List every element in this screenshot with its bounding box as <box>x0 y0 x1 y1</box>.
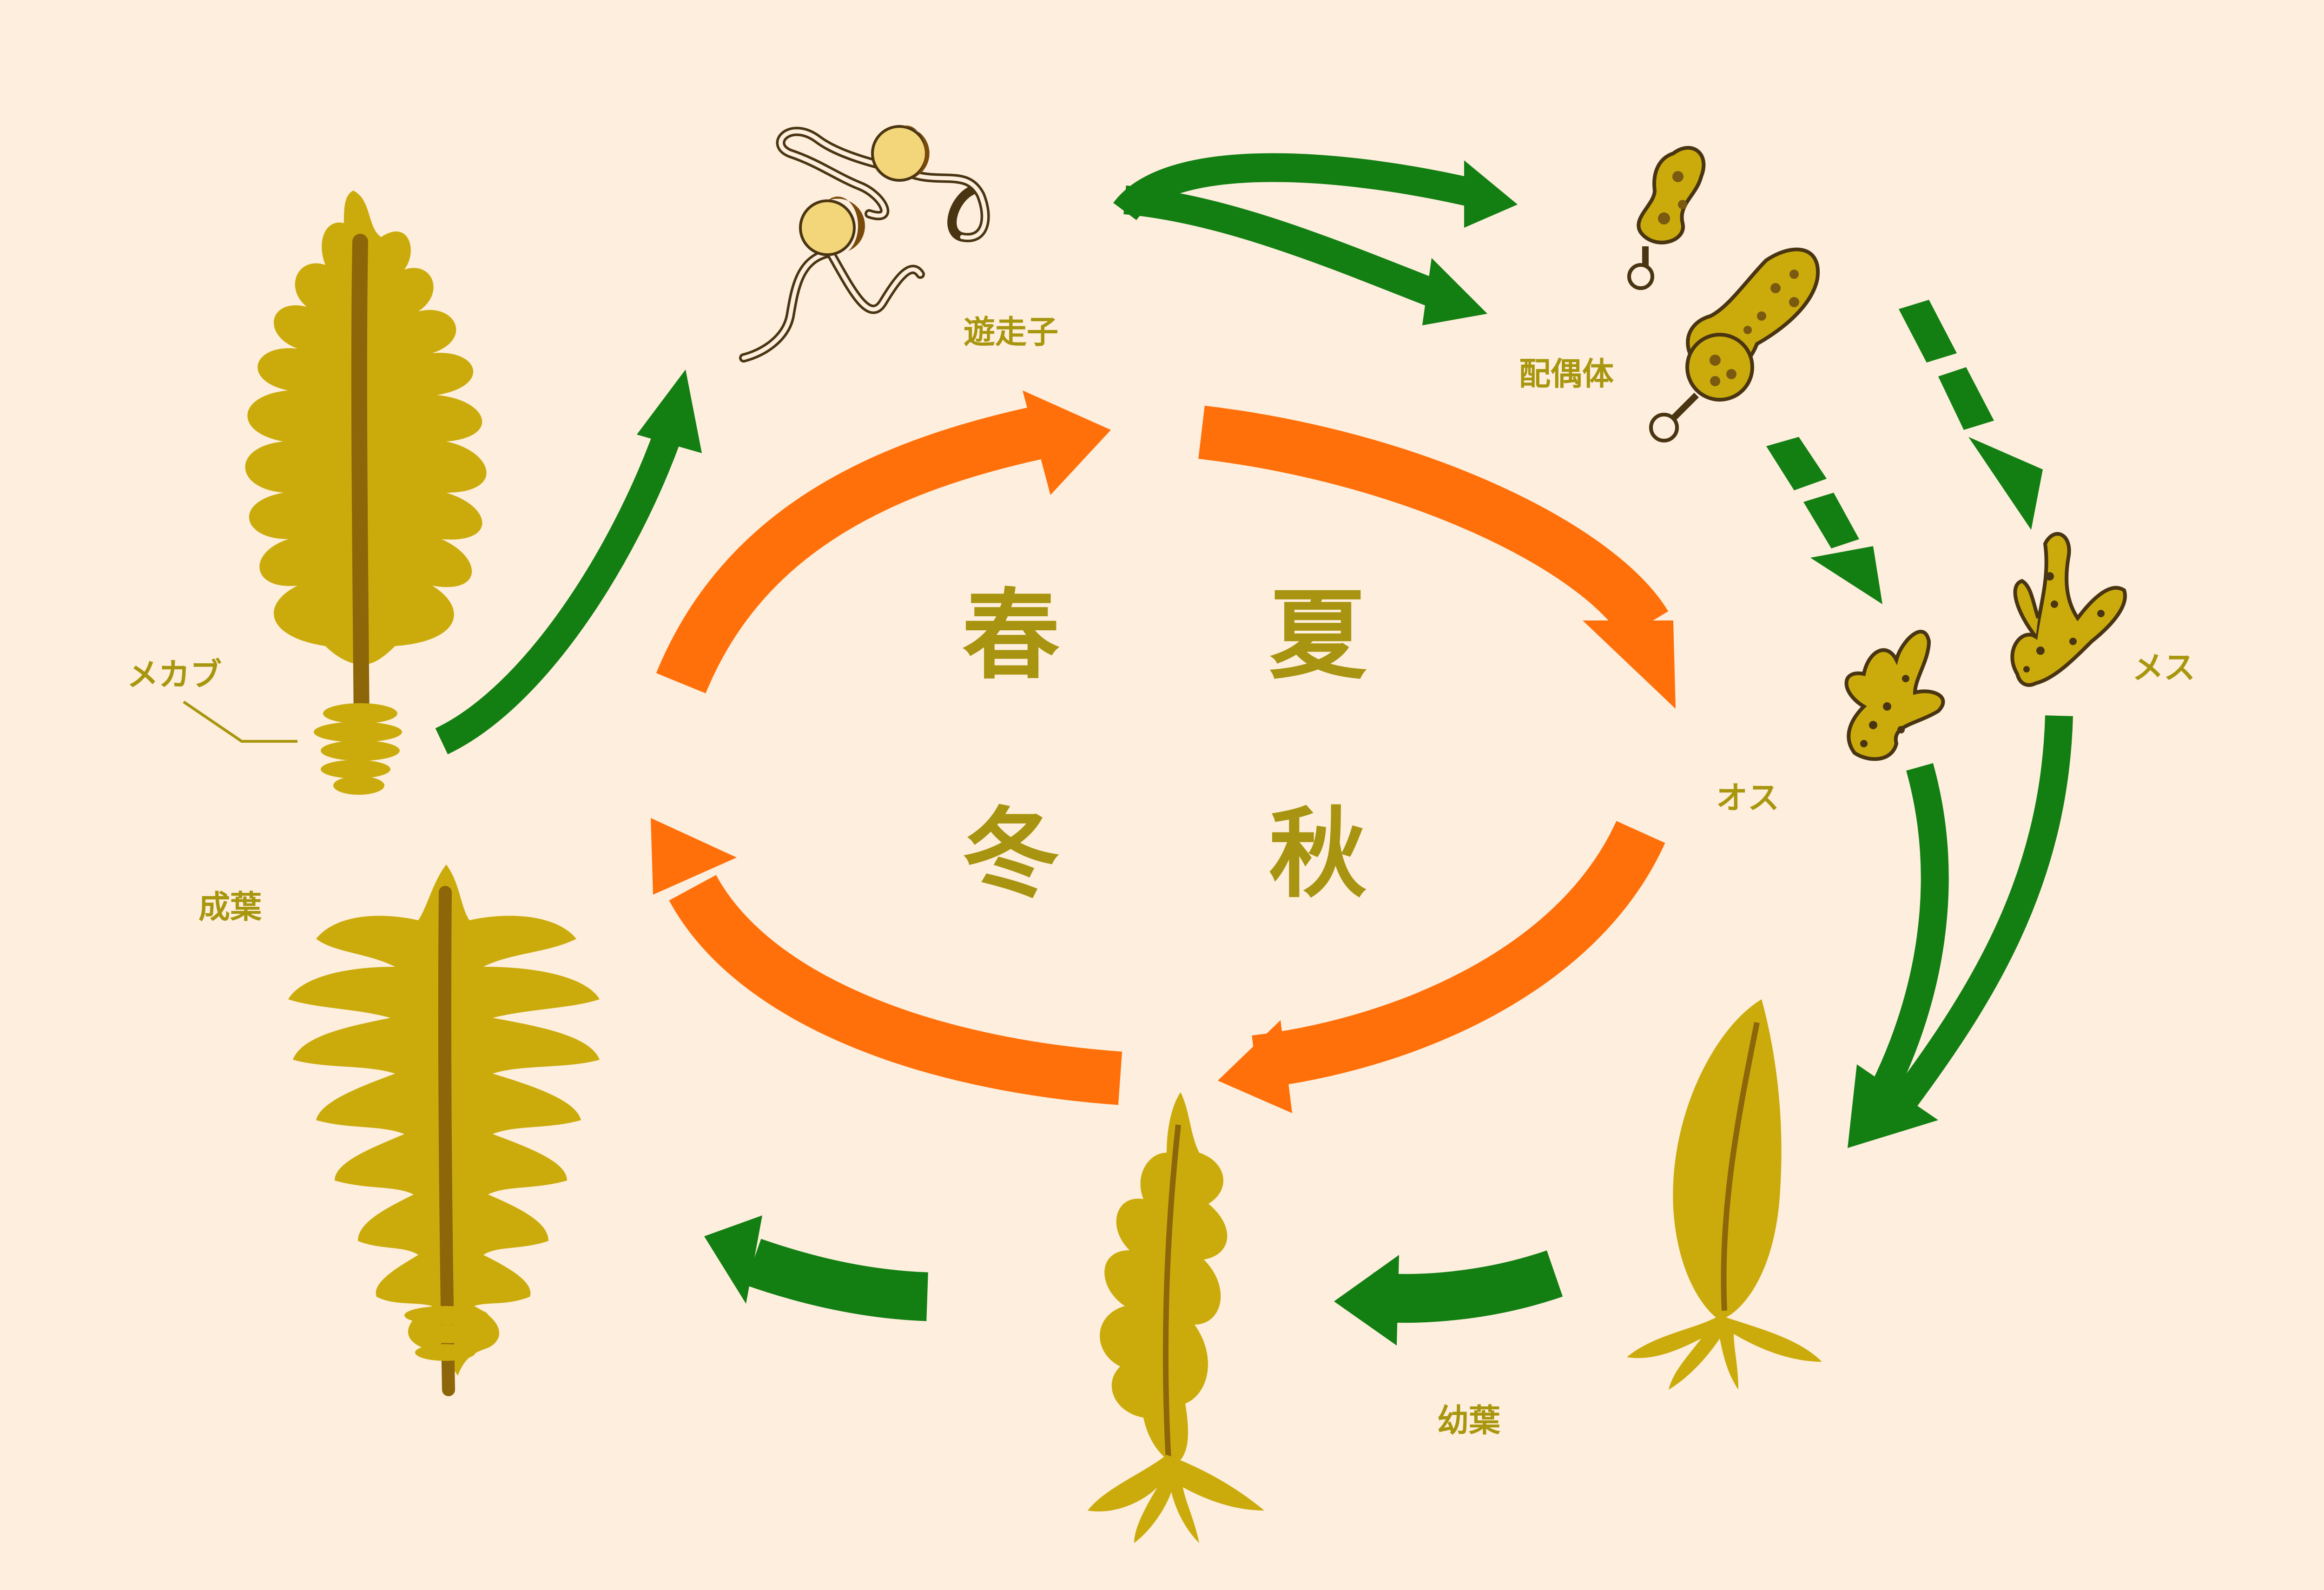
label-male: オス <box>1716 780 1779 817</box>
zoospores-illustration <box>739 125 990 363</box>
zoospore-to-gametophyte-arrow-lower <box>1123 185 1487 325</box>
mekabu <box>314 703 402 795</box>
label-female: メス <box>2132 650 2195 686</box>
male-gametophyte-illustration <box>1844 630 1945 761</box>
young-leaf-large-illustration <box>1088 1092 1264 1543</box>
label-young-leaf: 幼葉 <box>1437 1403 1501 1439</box>
female-gametophyte-illustration <box>2010 532 2127 687</box>
mekabu-leader-line <box>183 700 297 743</box>
young-to-adult-leaf-arrow <box>704 1215 928 1321</box>
adult-leaf-illustration <box>288 864 600 1396</box>
stage-labels: 遊走子 配偶体 オス メス 幼葉 成葉 メカブ <box>127 314 2195 1439</box>
label-adult-leaf: 成葉 <box>198 889 262 926</box>
season-spring: 春 <box>962 579 1060 693</box>
stage-arrows <box>435 153 2073 1346</box>
summer-to-autumn-arrow <box>1198 405 1676 709</box>
mekabu-to-zoospore-arrow <box>435 369 702 754</box>
male-to-young-leaf-arrow <box>1870 763 1949 1099</box>
season-cycle: 春 夏 冬 秋 <box>651 390 1676 1113</box>
winter-to-spring-arrow <box>651 818 1122 1105</box>
mature-plant-with-mekabu <box>183 191 487 795</box>
label-zoospore: 遊走子 <box>964 314 1058 351</box>
season-summer: 夏 <box>1269 579 1367 693</box>
female-to-young-leaf-arrow <box>1848 715 2073 1148</box>
season-winter: 冬 <box>962 797 1060 911</box>
young-leaf-small-illustration <box>1627 999 1822 1390</box>
young-leaf-growth-arrow <box>1334 1250 1563 1346</box>
gametophyte-to-female-dashed-arrow <box>1899 300 2043 530</box>
gametophyte-to-male-dashed-arrow <box>1766 437 1882 604</box>
autumn-to-winter-arrow <box>1218 820 1665 1113</box>
season-autumn: 秋 <box>1269 797 1367 911</box>
gametophytes-illustration <box>1627 146 1820 442</box>
label-mekabu: メカブ <box>127 657 222 693</box>
label-gametophyte: 配偶体 <box>1519 356 1614 393</box>
spring-to-summer-arrow <box>656 390 1111 693</box>
